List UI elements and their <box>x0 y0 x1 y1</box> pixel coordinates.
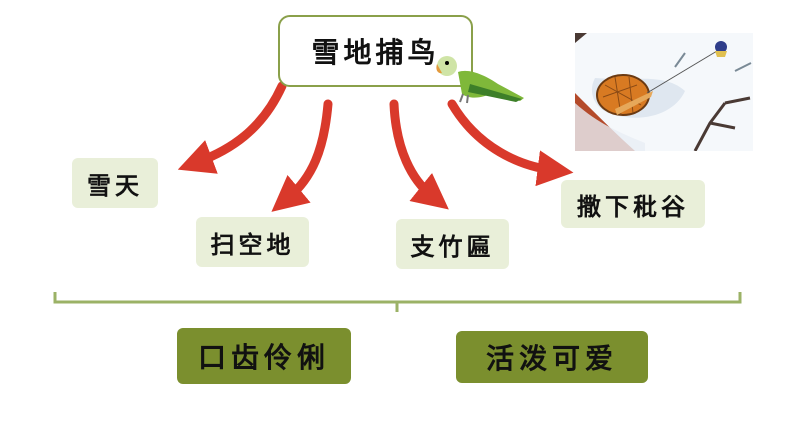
step-label-4: 撒下秕谷 <box>577 192 689 221</box>
arrow-to-step-4 <box>447 99 574 187</box>
title-text: 雪地捕鸟 <box>311 36 440 69</box>
step-box-2: 扫空地 <box>196 217 309 267</box>
step-box-4: 撒下秕谷 <box>561 180 705 228</box>
snow-trap-illustration <box>575 33 753 151</box>
step-box-1: 雪天 <box>72 158 158 208</box>
trait-box-1: 口齿伶俐 <box>177 328 351 384</box>
step-label-1: 雪天 <box>87 171 143 200</box>
title-box: 雪地捕鸟 <box>278 15 473 87</box>
trait-box-2: 活泼可爱 <box>456 331 648 383</box>
step-box-3: 支竹匾 <box>396 219 509 269</box>
arrow-to-step-3 <box>389 99 449 210</box>
trait-label-1: 口齿伶俐 <box>197 341 330 374</box>
arrow-to-step-2 <box>271 99 333 212</box>
step-label-2: 扫空地 <box>210 230 295 259</box>
trait-label-2: 活泼可爱 <box>485 342 618 375</box>
step-label-3: 支竹匾 <box>410 232 495 261</box>
arrow-to-step-1 <box>177 81 287 174</box>
